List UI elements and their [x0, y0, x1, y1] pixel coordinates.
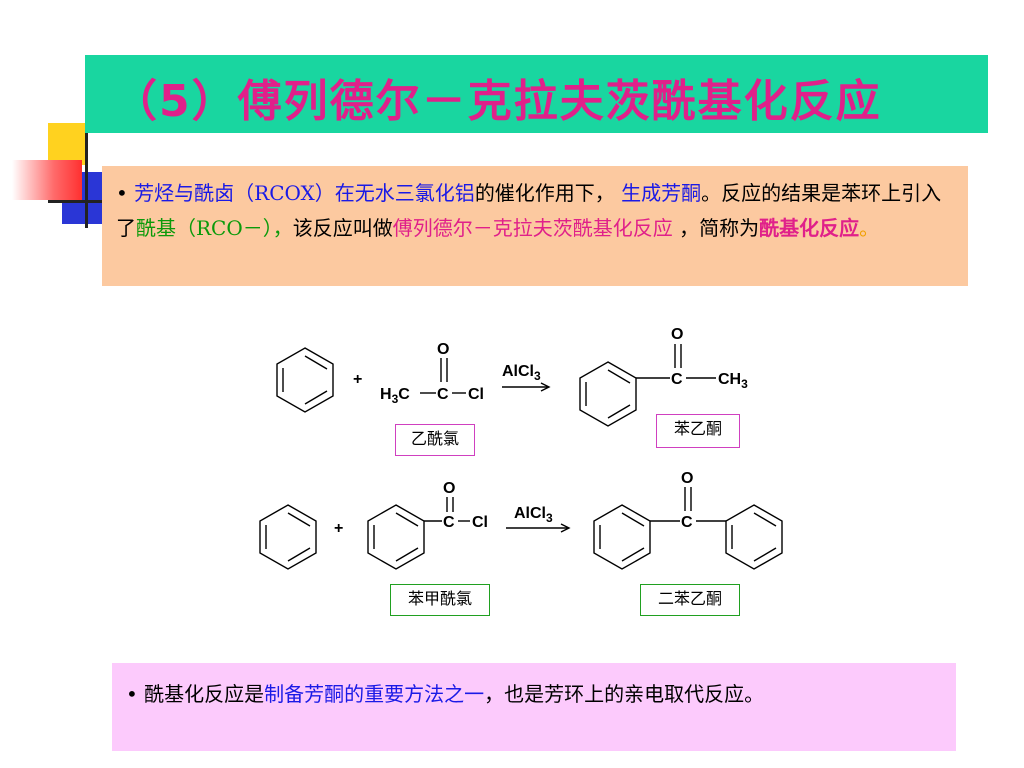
plus-sign-2: +: [334, 520, 343, 537]
summary-part-1: 酰基化反应是: [144, 682, 265, 706]
benzene-ring-3: [259, 504, 317, 570]
carbonyl-carbon-3: C: [443, 514, 455, 531]
plus-sign-1: +: [353, 371, 362, 388]
intro-part-6: 该反应叫做: [292, 216, 393, 240]
label-acetyl-chloride: 乙酰氯: [395, 424, 475, 456]
intro-text: • 芳烃与酰卤（RCOX）在无水三氯化铝的催化作用下， 生成芳酮。反应的结果是苯…: [116, 176, 961, 246]
benzene-ring-2: [579, 361, 637, 427]
intro-part-5: 酰基（RCO－），: [136, 216, 293, 240]
benzene-ring-6: [725, 504, 783, 570]
summary-part-3: ，也是芳环上的亲电取代反应。: [484, 682, 765, 706]
catalyst-label-2: AlCl3: [514, 505, 553, 525]
intro-part-1: 芳烃与酰卤（RCOX）在无水三氯化铝: [134, 181, 475, 205]
carbonyl-carbon-4: C: [681, 514, 693, 531]
summary-part-2: 制备芳酮的重要方法之一: [264, 682, 485, 706]
intro-part-2: 的催化作用下，: [474, 181, 615, 205]
label-acetophenone: 苯乙酮: [656, 414, 740, 448]
intro-part-7: 傅列德尔－克拉夫茨酰基化反应: [392, 216, 673, 240]
intro-part-8: ，简称为: [679, 216, 760, 240]
page-title: （5）傅列德尔－克拉夫茨酰基化反应: [113, 76, 882, 127]
deco-red-gradient: [12, 160, 82, 200]
h3c-group: H3C: [380, 386, 410, 406]
catalyst-label-1: AlCl3: [502, 363, 541, 383]
intro-part-3: 生成芳酮: [621, 181, 702, 205]
intro-box: • 芳烃与酰卤（RCOX）在无水三氯化铝的催化作用下， 生成芳酮。反应的结果是苯…: [102, 166, 968, 286]
summary-text: • 酰基化反应是制备芳酮的重要方法之一，也是芳环上的亲电取代反应。: [126, 677, 926, 711]
benzene-ring-4: [367, 504, 425, 570]
carbonyl-carbon-2: C: [671, 371, 683, 388]
oxygen-label-2: O: [671, 326, 683, 343]
label-benzoyl-chloride: 苯甲酰氯: [390, 584, 490, 616]
benzene-ring-1: [276, 347, 334, 413]
deco-horizontal-line: [48, 200, 106, 203]
deco-yellow-square: [48, 123, 88, 165]
chlorine-label-2: Cl: [472, 514, 488, 531]
intro-part-10: 。: [859, 216, 880, 240]
oxygen-label-1: O: [437, 341, 449, 358]
chlorine-label-1: Cl: [468, 386, 484, 403]
label-benzophenone: 二苯乙酮: [640, 584, 740, 616]
bullet: •: [126, 682, 138, 706]
carbonyl-carbon-1: C: [437, 386, 449, 403]
bullet: •: [116, 181, 128, 205]
oxygen-label-4: O: [681, 470, 693, 487]
oxygen-label-3: O: [443, 480, 455, 497]
deco-vertical-line: [85, 130, 88, 228]
benzene-ring-5: [593, 504, 651, 570]
intro-part-9: 酰基化反应: [759, 216, 860, 240]
summary-box: • 酰基化反应是制备芳酮的重要方法之一，也是芳环上的亲电取代反应。: [112, 663, 956, 751]
ch3-group: CH3: [718, 371, 748, 391]
title-bar: （5）傅列德尔－克拉夫茨酰基化反应: [85, 55, 988, 133]
intro-part-4: 。反应的结果是苯环上引入了: [116, 181, 942, 240]
